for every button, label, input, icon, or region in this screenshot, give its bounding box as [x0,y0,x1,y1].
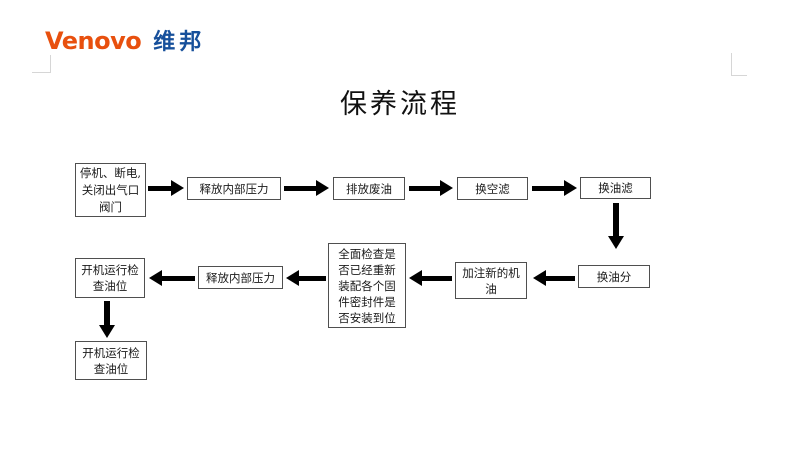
page-title: 保养流程 [340,89,460,120]
flow-box-add-new-oil: 加注新的机 油 [455,262,527,299]
arrow-right-icon-2 [284,180,329,196]
arrow-left-icon-4 [149,270,195,286]
arrow-left-icon-2 [409,270,452,286]
flow-box-release-pressure-2: 释放内部压力 [198,266,283,289]
flow-box-run-check-oil-level-2: 开机运行检 查油位 [75,341,147,380]
arrow-left-icon-3 [286,270,326,286]
flow-box-overall-check: 全面检查是 否已经重新 装配各个固 件密封件是 否安装到位 [328,243,406,328]
flow-box-stop-machine: 停机、断电, 关闭出气口 阀门 [75,163,146,217]
brand-logo: Venovo 维邦 [45,24,205,56]
arrow-left-icon-1 [533,270,575,286]
flow-box-run-check-oil-level-1: 开机运行检 查油位 [75,258,145,298]
arrow-right-icon-3 [409,180,453,196]
brand-logo-cn: 维邦 [153,30,206,55]
flow-box-release-pressure-1: 释放内部压力 [187,177,281,200]
flow-box-change-oil-filter: 换油滤 [580,177,651,199]
flow-box-change-air-filter: 换空滤 [457,177,528,200]
placeholder-corner-top-right [731,53,747,76]
arrow-down-icon-1 [608,203,624,249]
arrow-down-icon-2 [99,301,115,338]
arrow-right-icon-4 [532,180,577,196]
brand-logo-en: Venovo [45,27,142,55]
arrow-right-icon-1 [148,180,184,196]
flow-box-drain-waste-oil: 排放废油 [333,177,405,200]
placeholder-corner-top-left [32,55,51,73]
flow-box-change-oil-separator: 换油分 [578,265,650,288]
